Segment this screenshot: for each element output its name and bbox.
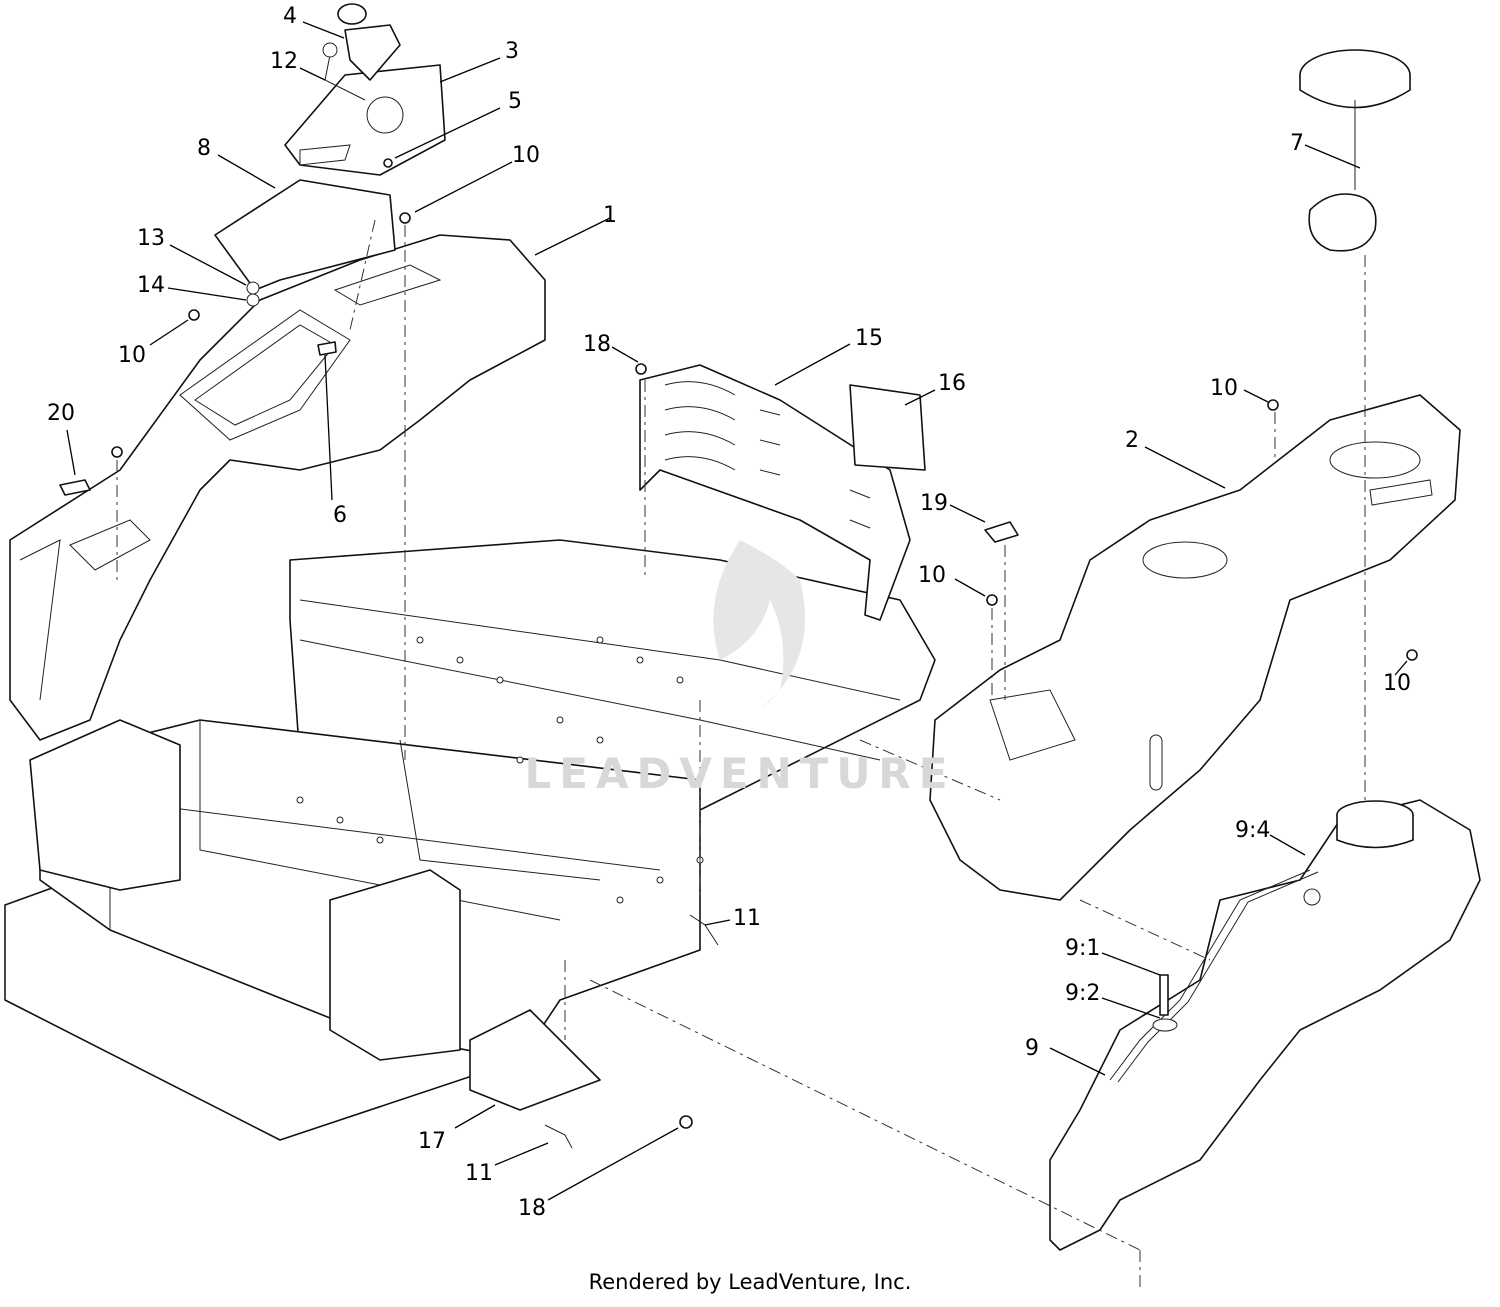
control-panel-parts	[214, 3, 446, 356]
callout-18: 18	[518, 1196, 546, 1221]
callout-3: 3	[505, 39, 519, 64]
callout-4: 4	[283, 4, 297, 29]
callout-20: 20	[47, 401, 75, 426]
callout-9-2: 9:2	[1065, 981, 1100, 1006]
callout-14: 14	[137, 273, 165, 298]
callout-labels: 4 3 12 5 8 10 1 13 14 10 20 6 18 15 16 7…	[47, 4, 1411, 1221]
decal-3	[284, 64, 446, 176]
assembly-lines	[116, 219, 1366, 1290]
callout-9-1: 9:1	[1065, 936, 1100, 961]
callout-10: 10	[1383, 671, 1411, 696]
decal-16	[849, 384, 926, 471]
callout-19: 19	[920, 491, 948, 516]
fuel-tank-part-9	[1049, 799, 1481, 1251]
fuel-cap-part-7	[1299, 49, 1411, 252]
callout-7: 7	[1290, 131, 1304, 156]
nut-6	[317, 341, 337, 356]
callout-1: 1	[603, 203, 617, 228]
callout-17: 17	[418, 1129, 446, 1154]
fender-part-1	[9, 234, 546, 741]
callout-16: 16	[938, 371, 966, 396]
callout-12: 12	[270, 49, 298, 74]
heat-shield-17	[469, 1009, 601, 1111]
callout-9: 9	[1025, 1036, 1039, 1061]
fasteners	[111, 158, 1418, 1149]
watermark: LEADVENTURE	[525, 540, 956, 798]
frame-chassis	[4, 539, 936, 1141]
decal-20	[59, 479, 91, 496]
callout-18: 18	[583, 332, 611, 357]
callout-9-4: 9:4	[1235, 818, 1270, 843]
render-credit: Rendered by LeadVenture, Inc.	[588, 1270, 912, 1294]
washer-14	[246, 293, 260, 307]
shield-15	[639, 364, 911, 621]
callout-10: 10	[118, 343, 146, 368]
watermark-text: LEADVENTURE	[525, 749, 956, 798]
callout-10: 10	[1210, 376, 1238, 401]
callout-5: 5	[508, 89, 522, 114]
callout-13: 13	[137, 226, 165, 251]
callout-10: 10	[512, 143, 540, 168]
callout-11: 11	[733, 906, 761, 931]
callout-11: 11	[465, 1161, 493, 1186]
decal-19	[984, 521, 1019, 543]
callout-8: 8	[197, 136, 211, 161]
callout-6: 6	[333, 503, 347, 528]
callout-10: 10	[918, 563, 946, 588]
callout-2: 2	[1125, 428, 1139, 453]
grommet-13	[246, 281, 260, 295]
tank-cover-part-2	[929, 394, 1461, 901]
leader-lines	[66, 21, 1408, 1201]
shield-parts	[639, 364, 1019, 621]
callout-15: 15	[855, 326, 883, 351]
knob-4	[344, 24, 401, 81]
